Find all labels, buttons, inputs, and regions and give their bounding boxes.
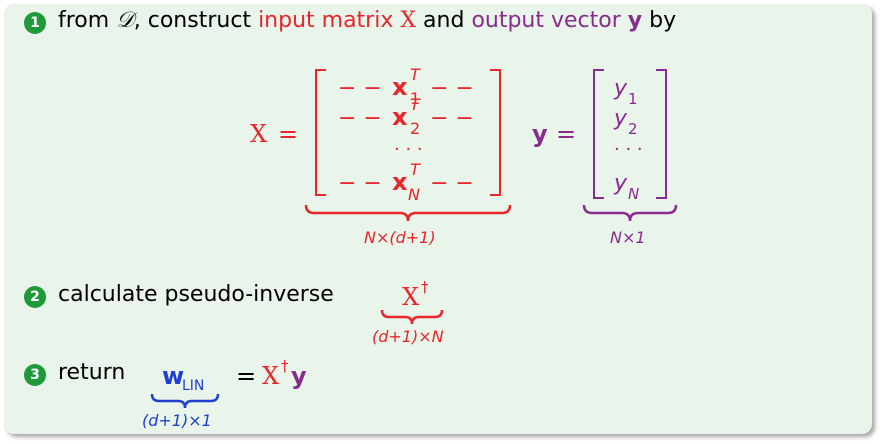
- dataset-symbol: 𝒟: [116, 8, 134, 33]
- y-right-bracket: [656, 69, 667, 199]
- step-2-text: calculate pseudo-inverse: [58, 282, 334, 307]
- step-3-equals: =: [236, 362, 256, 390]
- step-3-badge: 3: [24, 364, 46, 386]
- y-underbrace-label: N×1: [610, 228, 646, 247]
- w-subscript: LIN: [182, 378, 204, 394]
- row-2-left-dashes: − −: [338, 106, 382, 131]
- step-1-from: from: [58, 8, 110, 33]
- step-1-and: and: [423, 8, 465, 33]
- row-N-right-dashes: − −: [430, 171, 474, 196]
- step-3-X: X: [262, 362, 279, 390]
- row-N-left-dashes: − −: [338, 171, 382, 196]
- equation-equals-1: =: [278, 120, 298, 148]
- row-N-subscript: N: [408, 185, 420, 204]
- step-1-by: by: [649, 8, 677, 33]
- X-left-bracket: [315, 69, 326, 196]
- equation-equals-2: =: [556, 120, 576, 148]
- row-1-superscript: T: [410, 65, 421, 84]
- equation-y-lhs: y: [532, 120, 548, 148]
- step-2-badge: 2: [24, 286, 46, 308]
- row-2-subscript: 2: [410, 119, 420, 138]
- w-underbrace: [150, 393, 220, 409]
- output-vector-label: output vector: [471, 8, 621, 33]
- y-underbrace: [582, 204, 678, 222]
- output-vector-symbol: y: [627, 8, 643, 33]
- step-1-construct: , construct: [133, 8, 252, 33]
- X-underbrace-label: N×(d+1): [364, 228, 436, 247]
- row-2-superscript: T: [410, 95, 421, 114]
- equation-X-lhs: X: [250, 120, 267, 148]
- w-symbol: w: [162, 362, 184, 390]
- input-matrix-label: input matrix: [258, 8, 394, 33]
- y-entry-2: y: [613, 106, 628, 131]
- row-1-left-dashes: − −: [338, 76, 382, 101]
- row-1-subscript: 1: [410, 89, 420, 108]
- row-1-right-dashes: − −: [430, 76, 474, 101]
- step-3-text: return: [58, 360, 126, 385]
- pseudo-inverse-X: X: [402, 283, 419, 311]
- row-N-superscript: T: [410, 160, 421, 179]
- pseudo-inverse-underbrace-label: (d+1)×N: [372, 327, 444, 346]
- step-1-badge: 1: [24, 12, 46, 34]
- pseudo-inverse-dagger: †: [421, 278, 429, 296]
- row-dots: · · ·: [394, 139, 423, 160]
- step-3-dagger: †: [281, 357, 289, 375]
- algorithm-panel: [4, 4, 872, 434]
- row-2-x: x: [392, 103, 408, 131]
- row-N-x: x: [392, 168, 408, 196]
- step-3-y: y: [291, 362, 307, 390]
- y-entry-1-subscript: 1: [628, 90, 638, 108]
- row-2-right-dashes: − −: [430, 106, 474, 131]
- y-left-bracket: [593, 69, 604, 199]
- w-underbrace-label: (d+1)×1: [142, 411, 212, 430]
- y-entry-2-subscript: 2: [628, 120, 638, 138]
- y-entry-1: y: [613, 76, 628, 101]
- row-1-x: x: [392, 73, 408, 101]
- X-underbrace: [304, 204, 512, 222]
- step-1-line: from 𝒟, construct input matrix X and out…: [58, 8, 676, 33]
- input-matrix-symbol: X: [400, 8, 417, 33]
- pseudo-inverse-underbrace: [380, 309, 444, 325]
- y-entry-N: y: [613, 171, 628, 196]
- X-right-bracket: [490, 69, 501, 196]
- y-entry-N-subscript: N: [628, 185, 639, 203]
- y-dots: · · ·: [614, 139, 643, 160]
